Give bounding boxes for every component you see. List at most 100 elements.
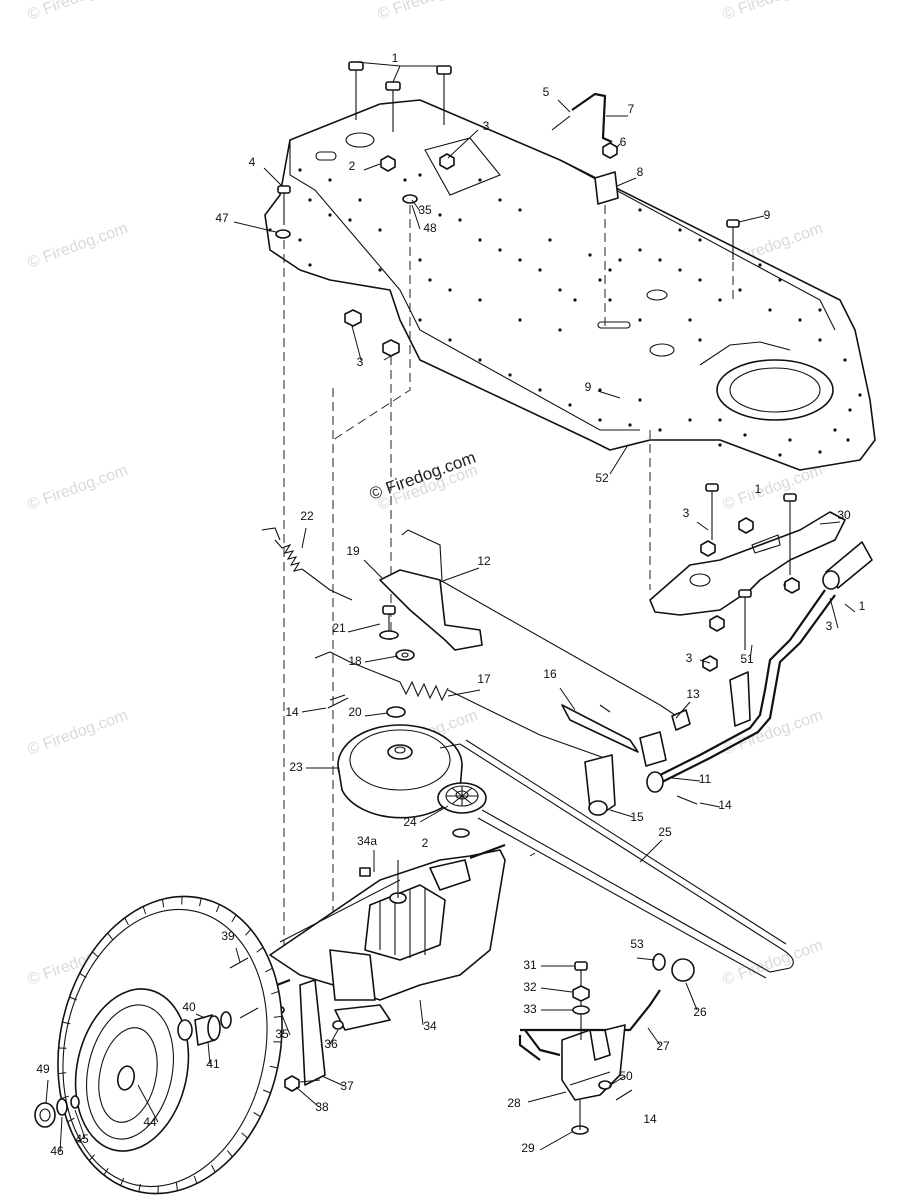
callout-35: 35 <box>418 203 432 217</box>
rivet-hole <box>628 423 632 427</box>
callout-2: 2 <box>349 159 356 173</box>
leader-line <box>321 1075 345 1087</box>
callout-21: 21 <box>332 621 346 635</box>
leader-line <box>355 61 401 67</box>
rivet-hole <box>518 318 522 322</box>
rivet-hole <box>833 428 837 432</box>
callout-6: 6 <box>620 135 627 149</box>
rivet-hole <box>658 258 662 262</box>
leader-line <box>329 1029 339 1045</box>
rivet-hole <box>778 453 782 457</box>
rivet-hole <box>698 238 702 242</box>
callout-45: 45 <box>75 1132 89 1146</box>
callout-11: 11 <box>699 772 712 786</box>
rivet-hole <box>858 393 862 397</box>
leader-line <box>351 325 362 361</box>
callout-28: 28 <box>507 1096 521 1110</box>
leader-line <box>819 521 841 525</box>
leader-line <box>364 712 389 717</box>
tread-line <box>241 1132 248 1139</box>
leader-line <box>696 521 709 531</box>
tread-line <box>79 972 87 978</box>
callout-12: 12 <box>477 554 491 568</box>
callout-36: 36 <box>324 1037 338 1051</box>
tread-line <box>245 929 252 936</box>
watermark-text: © Firedog.com <box>26 462 131 514</box>
callout-14b: 14 <box>718 798 732 812</box>
tread-line <box>211 1164 216 1173</box>
leader-line <box>364 655 399 663</box>
rivet-hole <box>403 178 407 182</box>
rivet-hole <box>538 268 542 272</box>
leader-line <box>609 444 629 475</box>
leader-line <box>301 707 327 713</box>
callout-9b: 9 <box>585 380 592 394</box>
callout-47: 47 <box>215 211 229 225</box>
callout-33: 33 <box>523 1002 537 1016</box>
tread-line <box>231 914 237 922</box>
bracket-30 <box>649 483 846 672</box>
callout-39: 39 <box>221 929 235 943</box>
spring-22 <box>261 527 353 601</box>
leader-line <box>347 623 381 633</box>
callout-13: 13 <box>686 687 700 701</box>
bolt-31 <box>572 961 590 1040</box>
rivet-hole <box>638 318 642 322</box>
callout-3d: 3 <box>826 619 833 633</box>
callout-51: 51 <box>740 652 754 666</box>
assembly-lines <box>283 205 734 955</box>
callout-48: 48 <box>423 221 437 235</box>
tread-line <box>124 917 129 926</box>
leader-line <box>411 199 421 212</box>
rivet-hole <box>348 218 352 222</box>
tread-line <box>92 951 99 958</box>
leader-line <box>615 143 621 149</box>
callout-17: 17 <box>477 672 491 686</box>
leader-line <box>557 99 571 113</box>
leader-line <box>609 809 634 818</box>
rivet-hole <box>518 208 522 212</box>
callout-9: 9 <box>764 208 771 222</box>
rivet-hole <box>418 173 422 177</box>
callout-46: 46 <box>50 1144 64 1158</box>
tread-line <box>253 1112 261 1118</box>
arm-37 <box>271 979 344 1092</box>
tread-line <box>58 1072 67 1075</box>
tread-line <box>69 996 78 1001</box>
tread-line <box>120 1177 125 1186</box>
callout-50: 50 <box>619 1069 633 1083</box>
leader-line <box>671 777 701 782</box>
rivet-hole <box>498 198 502 202</box>
callout-3e: 3 <box>686 651 693 665</box>
leader-line <box>597 390 621 399</box>
callout-7: 7 <box>628 102 635 116</box>
tread-line <box>103 1168 109 1176</box>
callout-38: 38 <box>315 1100 329 1114</box>
tread-line <box>256 946 264 953</box>
rivet-hole <box>718 298 722 302</box>
leader-line <box>411 204 421 230</box>
rivet-hole <box>718 443 722 447</box>
tread-line <box>138 1183 141 1192</box>
rivet-hole <box>698 338 702 342</box>
tread-line <box>88 1154 95 1161</box>
callout-18: 18 <box>348 654 362 668</box>
lever-11 <box>646 541 873 793</box>
callout-20: 20 <box>348 705 362 719</box>
callout-16: 16 <box>543 667 557 681</box>
tread-line <box>271 990 279 995</box>
rivet-hole <box>638 248 642 252</box>
pedal-bracket-28 <box>518 989 661 1135</box>
tire-treads <box>58 896 282 1194</box>
frame-chassis <box>264 99 876 471</box>
rivet-hole <box>598 418 602 422</box>
tread-line <box>193 1175 198 1184</box>
leader-line <box>540 987 573 993</box>
watermark-text: © Firedog.com <box>26 0 131 24</box>
leader-line <box>527 1091 567 1103</box>
leader-line <box>74 1109 86 1139</box>
rivet-hole <box>658 428 662 432</box>
tread-line <box>273 1015 282 1018</box>
rivet-hole <box>308 263 312 267</box>
callout-27: 27 <box>656 1039 670 1053</box>
